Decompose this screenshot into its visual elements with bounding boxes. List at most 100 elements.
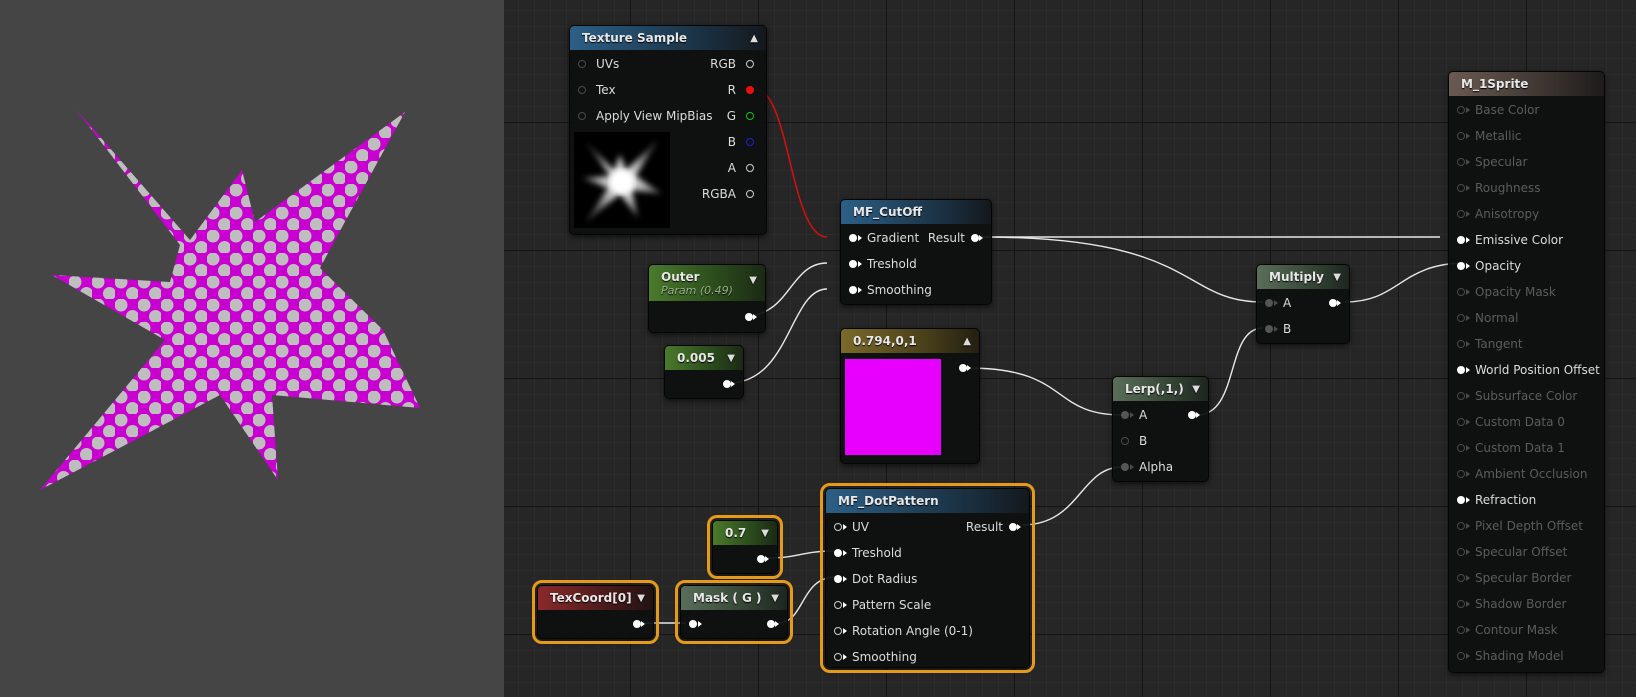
material-input-pin[interactable] bbox=[1457, 210, 1465, 218]
material-input-pin[interactable] bbox=[1457, 470, 1465, 478]
uvs-input-pin[interactable] bbox=[578, 60, 586, 68]
a-input-pin[interactable] bbox=[1265, 299, 1273, 307]
texture-sample-node[interactable]: Texture Sample▲ UVs Tex Apply View MipBi… bbox=[569, 25, 767, 235]
material-input-pin[interactable] bbox=[1457, 236, 1465, 244]
smoothing-input-pin[interactable] bbox=[834, 653, 842, 661]
material-input-pin[interactable] bbox=[1457, 288, 1465, 296]
material-input-pin[interactable] bbox=[1457, 444, 1465, 452]
material-input-pin[interactable] bbox=[1457, 366, 1465, 374]
smoothing-input-label: Smoothing bbox=[867, 283, 932, 297]
material-input-label: Opacity bbox=[1475, 259, 1522, 273]
uvs-input-label: UVs bbox=[596, 57, 620, 71]
material-input-pin[interactable] bbox=[1457, 600, 1465, 608]
collapse-arrow-icon[interactable]: ▼ bbox=[727, 352, 735, 364]
gradient-input-label: Gradient bbox=[867, 231, 920, 245]
smoothing-input-pin[interactable] bbox=[849, 286, 857, 294]
node-title: Multiply bbox=[1269, 270, 1324, 284]
b-output-pin[interactable] bbox=[746, 138, 754, 146]
tex-input-pin[interactable] bbox=[578, 86, 586, 94]
material-input-pin[interactable] bbox=[1457, 106, 1465, 114]
mf-dotpattern-node[interactable]: MF_DotPattern UV Treshold Dot Radius Pat… bbox=[820, 483, 1035, 673]
result-output-pin[interactable] bbox=[971, 234, 979, 242]
collapse-arrow-icon[interactable]: ▲ bbox=[963, 335, 971, 347]
mask-g-node[interactable]: Mask ( G )▼ bbox=[675, 580, 793, 644]
material-input-pin[interactable] bbox=[1457, 340, 1465, 348]
material-input-pin[interactable] bbox=[1457, 132, 1465, 140]
material-input-pin[interactable] bbox=[1457, 652, 1465, 660]
mask-input-pin[interactable] bbox=[689, 620, 697, 628]
rgb-output-pin[interactable] bbox=[746, 60, 754, 68]
constant-output-pin[interactable] bbox=[757, 555, 765, 563]
pin-arrow-icon bbox=[1466, 601, 1470, 607]
material-input-pin[interactable] bbox=[1457, 626, 1465, 634]
a-input-label: A bbox=[1283, 296, 1292, 310]
b-input-pin[interactable] bbox=[1121, 437, 1129, 445]
constant-output-pin[interactable] bbox=[723, 380, 731, 388]
mipbias-input-pin[interactable] bbox=[578, 112, 586, 120]
rgba-output-pin[interactable] bbox=[746, 190, 754, 198]
material-preview-viewport[interactable] bbox=[0, 0, 504, 697]
rotation-angle-input-pin[interactable] bbox=[834, 627, 842, 635]
pattern-scale-input-label: Pattern Scale bbox=[852, 598, 932, 612]
collapse-arrow-icon[interactable]: ▼ bbox=[637, 592, 645, 604]
result-output-label: Result bbox=[965, 520, 1003, 534]
b-input-label: B bbox=[1283, 322, 1292, 336]
material-input-pin[interactable] bbox=[1457, 496, 1465, 504]
collapse-arrow-icon[interactable]: ▲ bbox=[750, 32, 758, 44]
material-input-pin[interactable] bbox=[1457, 574, 1465, 582]
r-output-label: R bbox=[727, 83, 736, 97]
g-output-label: G bbox=[726, 109, 736, 123]
material-input-pin[interactable] bbox=[1457, 522, 1465, 530]
collapse-arrow-icon[interactable]: ▼ bbox=[761, 527, 769, 539]
color-output-pin[interactable] bbox=[959, 364, 967, 372]
mf-cutoff-node[interactable]: MF_CutOff Gradient Treshold Smoothing Re… bbox=[840, 199, 992, 305]
r-output-pin[interactable] bbox=[746, 86, 754, 94]
multiply-output-pin[interactable] bbox=[1329, 299, 1337, 307]
b-input-pin[interactable] bbox=[1265, 325, 1273, 333]
collapse-arrow-icon[interactable]: ▼ bbox=[1192, 383, 1200, 395]
lerp-output-pin[interactable] bbox=[1188, 411, 1196, 419]
a-output-label: A bbox=[727, 161, 736, 175]
material-input-label: Normal bbox=[1475, 311, 1519, 325]
outer-output-pin[interactable] bbox=[745, 313, 753, 321]
pin-arrow-icon bbox=[1466, 237, 1470, 243]
material-input-pin[interactable] bbox=[1457, 314, 1465, 322]
g-output-pin[interactable] bbox=[746, 112, 754, 120]
material-input-pin[interactable] bbox=[1457, 158, 1465, 166]
constant-07-node[interactable]: 0.7▼ bbox=[707, 515, 783, 579]
material-input-label: Opacity Mask bbox=[1475, 285, 1556, 299]
dot-radius-input-pin[interactable] bbox=[834, 575, 842, 583]
mask-output-pin[interactable] bbox=[767, 620, 775, 628]
color-constant-node[interactable]: 0.794,0,1▲ bbox=[840, 328, 980, 464]
uv-input-label: UV bbox=[852, 520, 869, 534]
material-input-pin[interactable] bbox=[1457, 184, 1465, 192]
a-output-pin[interactable] bbox=[746, 164, 754, 172]
treshold-input-pin[interactable] bbox=[834, 549, 842, 557]
collapse-arrow-icon[interactable]: ▼ bbox=[749, 275, 757, 286]
pin-arrow-icon bbox=[1466, 653, 1470, 659]
pin-arrow-icon bbox=[1466, 159, 1470, 165]
result-output-pin[interactable] bbox=[1009, 523, 1017, 531]
a-input-pin[interactable] bbox=[1121, 411, 1129, 419]
collapse-arrow-icon[interactable]: ▼ bbox=[1333, 271, 1341, 283]
material-input-label: Metallic bbox=[1475, 129, 1522, 143]
material-input-pin[interactable] bbox=[1457, 548, 1465, 556]
texcoord-output-pin[interactable] bbox=[633, 620, 641, 628]
color-swatch bbox=[845, 359, 941, 455]
material-input-pin[interactable] bbox=[1457, 392, 1465, 400]
treshold-input-pin[interactable] bbox=[849, 260, 857, 268]
material-input-pin[interactable] bbox=[1457, 418, 1465, 426]
collapse-arrow-icon[interactable]: ▼ bbox=[771, 592, 779, 604]
material-input-pin[interactable] bbox=[1457, 262, 1465, 270]
lerp-node[interactable]: Lerp(,1,)▼ A B Alpha bbox=[1112, 376, 1209, 482]
gradient-input-pin[interactable] bbox=[849, 234, 857, 242]
texcoord-node[interactable]: TexCoord[0]▼ bbox=[532, 580, 659, 644]
pattern-scale-input-pin[interactable] bbox=[834, 601, 842, 609]
material-input-label: Refraction bbox=[1475, 493, 1537, 507]
alpha-input-pin[interactable] bbox=[1121, 463, 1129, 471]
uv-input-pin[interactable] bbox=[834, 523, 842, 531]
constant-0005-node[interactable]: 0.005▼ bbox=[664, 345, 744, 399]
multiply-node[interactable]: Multiply ▼ A B bbox=[1256, 264, 1350, 344]
